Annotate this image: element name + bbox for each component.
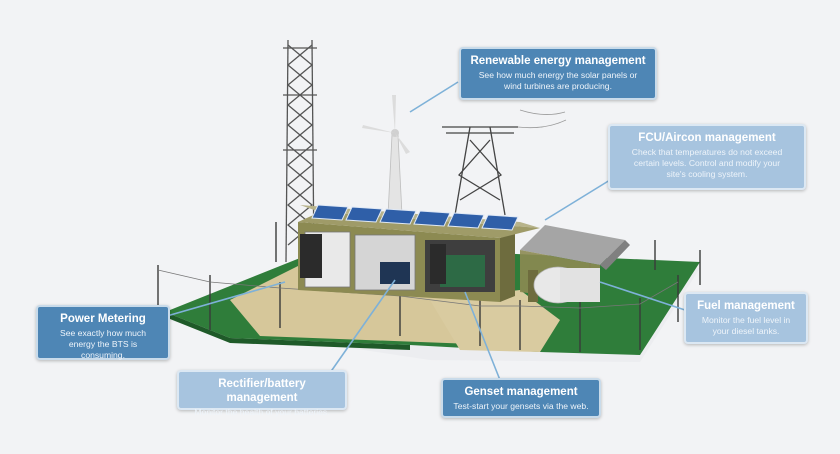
callout-renewable-energy: Renewable energy management See how much…: [459, 47, 657, 100]
callout-description: Monitor the fuel level in your diesel ta…: [701, 315, 791, 336]
callout-description: See how much energy the solar panels or …: [478, 70, 638, 91]
callout-description: See exactly how much energy the BTS is c…: [60, 328, 146, 360]
callout-fcu-aircon: FCU/Aircon management Check that tempera…: [608, 124, 806, 190]
callout-title: Power Metering: [60, 313, 146, 325]
callout-title: Rectifier/battery management: [218, 378, 306, 404]
callout-title: FCU/Aircon management: [638, 132, 776, 144]
leader-lines: [159, 81, 686, 381]
callout-description: Monitor the health of your batteries.: [194, 407, 330, 417]
callout-fuel-management: Fuel management Monitor the fuel level i…: [684, 292, 808, 344]
callout-rectifier-battery: Rectifier/battery management Monitor the…: [177, 370, 347, 417]
callout-title: Genset management: [464, 386, 578, 398]
callout-description: Test-start your gensets via the web.: [453, 401, 589, 411]
fuel-shed: [520, 225, 630, 304]
callout-title: Fuel management: [697, 300, 795, 312]
callout-description: Check that temperatures do not exceed ce…: [631, 147, 783, 179]
callout-power-metering: Power Metering See exactly how much ener…: [36, 305, 170, 360]
wind-turbine: [362, 95, 410, 216]
callout-genset-management: Genset management Test-start your genset…: [441, 378, 601, 418]
power-pylon: [442, 109, 567, 216]
callout-title: Renewable energy management: [470, 55, 646, 67]
solar-panels: [311, 204, 519, 231]
